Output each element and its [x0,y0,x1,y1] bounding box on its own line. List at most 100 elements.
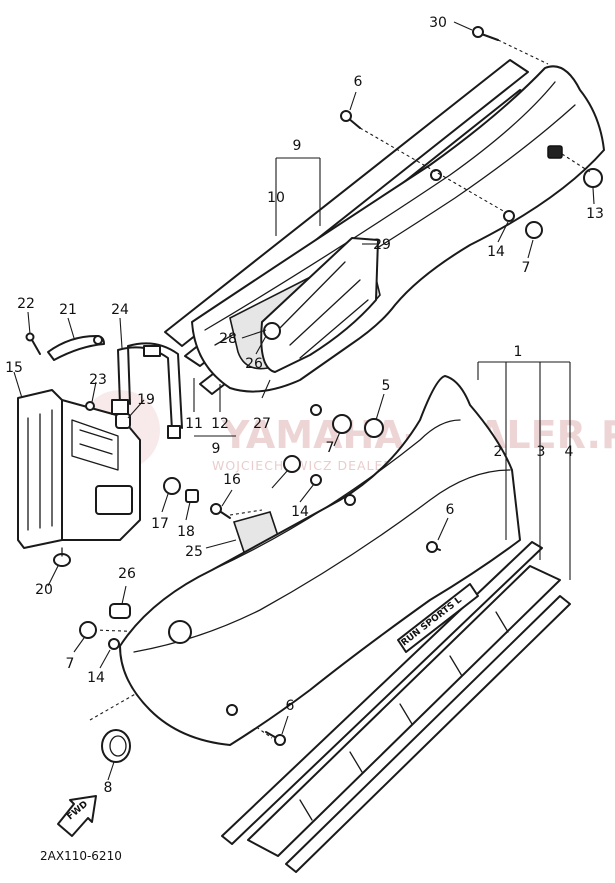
leader-30 [453,21,473,31]
callout-17: 17 [151,516,169,532]
callout-22: 22 [17,296,35,312]
callout-15: 15 [5,360,23,376]
callout-6: 6 [354,74,363,90]
nut-7-mid2 [283,455,301,473]
grommet-23 [85,401,95,411]
callout-5: 5 [382,378,391,394]
collar-14-mid [310,404,322,416]
diagram-code: 2AX110-6210 [40,849,122,863]
leader-8 [107,761,115,781]
strap-24-end-2 [167,425,181,439]
leader-6-low [281,715,289,735]
callout-numbers: 30 6 9 10 13 14 7 29 22 21 24 28 26 15 2… [5,15,604,796]
mount-line-16 [229,509,263,516]
callout-26b: 26 [118,566,136,582]
front-direction-arrow: FWD [57,795,97,837]
leader-7-mid2 [271,469,289,489]
leader-23 [91,381,97,403]
rail-part-3-ribs [299,611,509,821]
callout-21: 21 [59,302,77,318]
leader-28 [241,329,267,339]
leader-13 [592,187,595,205]
callout-8: 8 [104,780,113,796]
collar-14-mid2 [310,474,322,486]
leader-19 [127,399,145,419]
mount-line-6-top [359,127,506,213]
upper-hardware [283,26,603,486]
upper-cover-ridge [204,81,556,331]
bracket-21-end [93,335,103,345]
leader-lines [13,21,595,781]
control-unit-connector [71,419,119,471]
leader-24 [119,317,123,349]
lower-hardware [79,541,441,763]
callout-30: 30 [429,15,447,31]
callout-24: 24 [111,302,129,318]
grommet-5 [364,418,384,438]
callout-12: 12 [211,416,229,432]
callout-14c: 14 [87,670,105,686]
callout-11: 11 [185,416,203,432]
leader-7-low [73,637,85,653]
grommet-26-low [109,603,131,619]
callout-1: 1 [514,344,523,360]
leader-27 [261,379,271,399]
leader-7-top [527,239,534,259]
leader-14-top [497,221,509,243]
bolt-6-right-head [426,541,438,553]
callout-14b: 14 [291,504,309,520]
collar-14-top [503,210,515,222]
callout-9b: 9 [212,441,221,457]
leader-21 [67,317,75,339]
callout-7b: 7 [326,440,335,456]
leader-16 [221,489,233,507]
leader-1-bracket [477,361,571,580]
callout-4: 4 [565,444,574,460]
strap-24-end [111,399,129,415]
leader-22 [27,311,31,335]
grommet-upper-mid [430,169,442,181]
lower-cover-ridge-2 [133,469,511,653]
strap-24-buckle [143,345,161,357]
leader-18 [185,501,191,521]
leader-15 [13,371,23,399]
decal-plate [397,583,479,653]
ring-8-inner [109,735,127,757]
callout-23: 23 [89,372,107,388]
callout-2: 2 [494,444,503,460]
bolt-6-low-head [274,734,286,746]
upper-cover-strip [164,59,529,347]
nut-7-mid [332,414,352,434]
callout-6c: 6 [286,698,295,714]
callout-28: 28 [219,331,237,347]
bolt-6-top-head [340,110,352,122]
bolt-16-head [210,503,222,515]
grommet-28 [263,322,281,340]
rail-part-2 [221,541,543,845]
lower-cover-grommet-6 [344,494,356,506]
screw-22 [31,339,41,355]
bolt-30-head [472,26,484,38]
leader-17 [161,493,169,513]
part-29-inner-panel [260,237,379,373]
collar-18 [185,489,199,503]
leader-26-low [121,585,127,605]
leader-6-top [349,91,357,111]
callout-19: 19 [137,392,155,408]
callout-7: 7 [522,260,531,276]
callout-3: 3 [537,444,546,460]
leader-20 [47,565,59,587]
callout-18: 18 [177,524,195,540]
leader-5 [375,393,385,421]
front-arrow-shape [57,795,97,837]
damper-17 [163,477,181,495]
collar-14-low [108,638,120,650]
callout-20: 20 [35,582,53,598]
leader-14-mid2 [299,483,315,503]
leader-6-right [437,517,449,541]
nut-7-top [525,221,543,239]
callout-9: 9 [293,138,302,154]
nut-7-low [79,621,97,639]
callout-13: 13 [586,206,604,222]
callout-10: 10 [267,190,285,206]
